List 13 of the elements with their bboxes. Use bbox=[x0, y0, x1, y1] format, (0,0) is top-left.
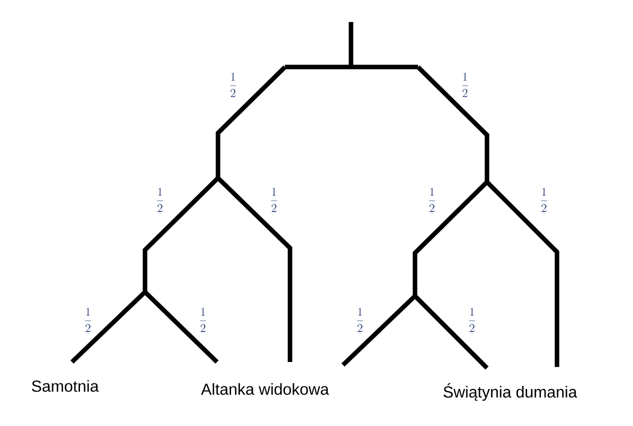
probability-fraction: $\frac{1}{2}$ bbox=[429, 188, 435, 212]
probability-fraction: $\frac{1}{2}$ bbox=[85, 308, 91, 332]
probability-fraction: $\frac{1}{2}$ bbox=[357, 308, 363, 332]
destination-label: Świątynia dumania bbox=[444, 383, 578, 401]
probability-fraction: $\frac{1}{2}$ bbox=[200, 308, 206, 332]
probability-fraction: $\frac{1}{2}$ bbox=[157, 188, 163, 212]
destination-label: Altanka widokowa bbox=[201, 383, 329, 395]
probability-fraction: $\frac{1}{2}$ bbox=[230, 72, 236, 98]
probability-fraction: $\frac{1}{2}$ bbox=[469, 308, 475, 332]
probability-fraction: $\frac{1}{2}$ bbox=[271, 188, 277, 212]
probability-fraction: $\frac{1}{2}$ bbox=[541, 188, 547, 212]
destination-label: Samotnia bbox=[32, 380, 99, 392]
probability-fraction: $\frac{1}{2}$ bbox=[462, 72, 468, 98]
